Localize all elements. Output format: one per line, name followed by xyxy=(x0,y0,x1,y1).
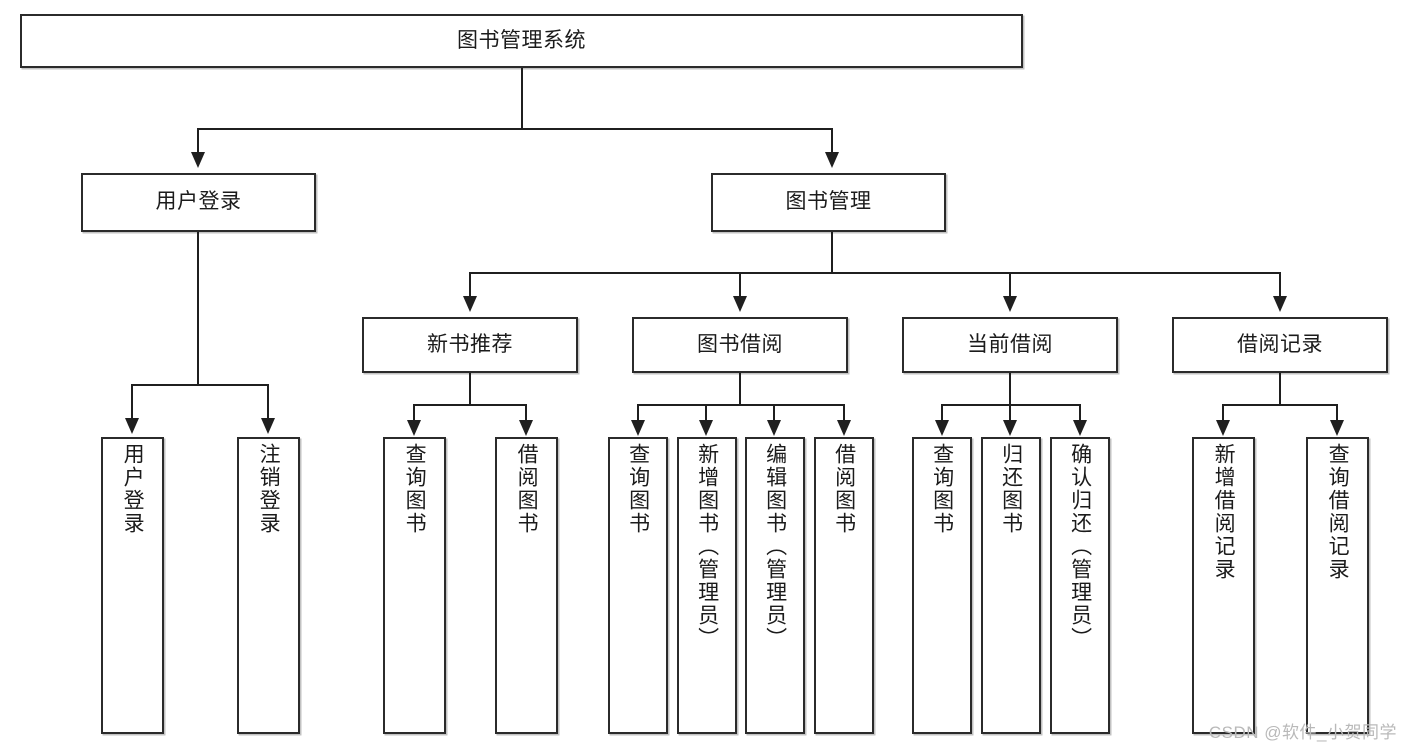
connector-drop-user-login xyxy=(197,128,199,154)
connector-user-login-stem xyxy=(197,232,199,384)
leaf-book-borrow-3[interactable]: 借阅图书 xyxy=(814,437,874,734)
arrow-current-borrow xyxy=(1003,296,1017,312)
connector-current-borrow-leaf-bus xyxy=(941,404,1081,406)
connector-drop-leaf-ul-0 xyxy=(131,384,133,420)
leaf-label: 查询借阅记录 xyxy=(1326,443,1350,581)
connector-drop-new-book-rec xyxy=(469,272,471,298)
arrow-leaf-bb-1 xyxy=(699,420,713,436)
connector-drop-leaf-br-1 xyxy=(1336,404,1338,422)
connector-borrow-record-stem xyxy=(1279,373,1281,404)
connector-book-manage-stem xyxy=(831,232,833,272)
connector-new-book-rec-stem xyxy=(469,373,471,404)
leaf-label: 查询图书 xyxy=(626,443,650,535)
node-book-manage-label: 图书管理 xyxy=(785,190,872,214)
connector-drop-leaf-bb-1 xyxy=(705,404,707,422)
arrow-book-borrow xyxy=(733,296,747,312)
connector-drop-leaf-ul-1 xyxy=(267,384,269,420)
leaf-book-borrow-2[interactable]: 编辑图书（管理员） xyxy=(745,437,805,734)
leaf-label: 查询图书 xyxy=(930,443,954,535)
node-book-manage[interactable]: 图书管理 xyxy=(711,173,946,232)
leaf-borrow-record-1[interactable]: 查询借阅记录 xyxy=(1306,437,1369,734)
connector-drop-book-borrow xyxy=(739,272,741,298)
node-user-login-label: 用户登录 xyxy=(155,190,242,214)
leaf-label: 确认归还（管理员） xyxy=(1068,443,1092,650)
node-user-login[interactable]: 用户登录 xyxy=(81,173,316,232)
leaf-current-borrow-2[interactable]: 确认归还（管理员） xyxy=(1050,437,1110,734)
arrow-leaf-br-0 xyxy=(1216,420,1230,436)
connector-book-borrow-leaf-bus xyxy=(637,404,845,406)
arrow-leaf-cb-0 xyxy=(935,420,949,436)
node-book-borrow[interactable]: 图书借阅 xyxy=(632,317,848,373)
leaf-label: 注销登录 xyxy=(257,443,281,535)
arrow-leaf-ul-0 xyxy=(125,418,139,434)
connector-drop-leaf-nbr-1 xyxy=(525,404,527,422)
connector-level3-bus xyxy=(469,272,1281,274)
connector-borrow-record-leaf-bus xyxy=(1222,404,1338,406)
leaf-user-login-1[interactable]: 注销登录 xyxy=(237,437,300,734)
leaf-new-book-rec-1[interactable]: 借阅图书 xyxy=(495,437,558,734)
connector-drop-leaf-nbr-0 xyxy=(413,404,415,422)
connector-drop-leaf-cb-0 xyxy=(941,404,943,422)
connector-drop-leaf-bb-0 xyxy=(637,404,639,422)
node-borrow-record-label: 借阅记录 xyxy=(1237,332,1323,356)
connector-current-borrow-stem xyxy=(1009,373,1011,404)
leaf-label: 借阅图书 xyxy=(515,443,539,535)
node-root[interactable]: 图书管理系统 xyxy=(20,14,1023,68)
connector-drop-current-borrow xyxy=(1009,272,1011,298)
arrow-leaf-cb-2 xyxy=(1073,420,1087,436)
arrow-user-login xyxy=(191,152,205,168)
node-root-label: 图书管理系统 xyxy=(457,28,586,52)
leaf-label: 归还图书 xyxy=(999,443,1023,535)
connector-drop-borrow-record xyxy=(1279,272,1281,298)
leaf-label: 用户登录 xyxy=(121,443,145,535)
connector-new-book-rec-leaf-bus xyxy=(413,404,527,406)
node-new-book-rec-label: 新书推荐 xyxy=(427,332,513,356)
node-book-borrow-label: 图书借阅 xyxy=(697,332,783,356)
leaf-label: 借阅图书 xyxy=(832,443,856,535)
arrow-leaf-cb-1 xyxy=(1003,420,1017,436)
arrow-borrow-record xyxy=(1273,296,1287,312)
leaf-new-book-rec-0[interactable]: 查询图书 xyxy=(383,437,446,734)
leaf-borrow-record-0[interactable]: 新增借阅记录 xyxy=(1192,437,1255,734)
node-new-book-rec[interactable]: 新书推荐 xyxy=(362,317,578,373)
leaf-user-login-0[interactable]: 用户登录 xyxy=(101,437,164,734)
arrow-leaf-ul-1 xyxy=(261,418,275,434)
arrow-leaf-nbr-1 xyxy=(519,420,533,436)
arrow-leaf-bb-0 xyxy=(631,420,645,436)
csdn-watermark: CSDN @软件_小贺同学 xyxy=(1208,723,1397,742)
leaf-book-borrow-1[interactable]: 新增图书（管理员） xyxy=(677,437,737,734)
leaf-current-borrow-0[interactable]: 查询图书 xyxy=(912,437,972,734)
connector-root-stem xyxy=(521,68,523,128)
leaf-label: 新增图书（管理员） xyxy=(695,443,719,650)
node-current-borrow-label: 当前借阅 xyxy=(967,332,1053,356)
arrow-leaf-nbr-0 xyxy=(407,420,421,436)
arrow-leaf-bb-3 xyxy=(837,420,851,436)
connector-drop-leaf-cb-1 xyxy=(1009,404,1011,422)
node-borrow-record[interactable]: 借阅记录 xyxy=(1172,317,1388,373)
node-current-borrow[interactable]: 当前借阅 xyxy=(902,317,1118,373)
arrow-new-book-rec xyxy=(463,296,477,312)
connector-book-borrow-stem xyxy=(739,373,741,404)
connector-drop-book-manage xyxy=(831,128,833,154)
connector-drop-leaf-bb-2 xyxy=(773,404,775,422)
connector-level2-bus xyxy=(197,128,833,130)
connector-user-login-leaf-bus xyxy=(131,384,269,386)
arrow-leaf-br-1 xyxy=(1330,420,1344,436)
arrow-leaf-bb-2 xyxy=(767,420,781,436)
arrow-book-manage xyxy=(825,152,839,168)
leaf-label: 新增借阅记录 xyxy=(1212,443,1236,581)
connector-drop-leaf-br-0 xyxy=(1222,404,1224,422)
leaf-current-borrow-1[interactable]: 归还图书 xyxy=(981,437,1041,734)
connector-drop-leaf-cb-2 xyxy=(1079,404,1081,422)
connector-drop-leaf-bb-3 xyxy=(843,404,845,422)
leaf-label: 编辑图书（管理员） xyxy=(763,443,787,650)
leaf-label: 查询图书 xyxy=(403,443,427,535)
leaf-book-borrow-0[interactable]: 查询图书 xyxy=(608,437,668,734)
